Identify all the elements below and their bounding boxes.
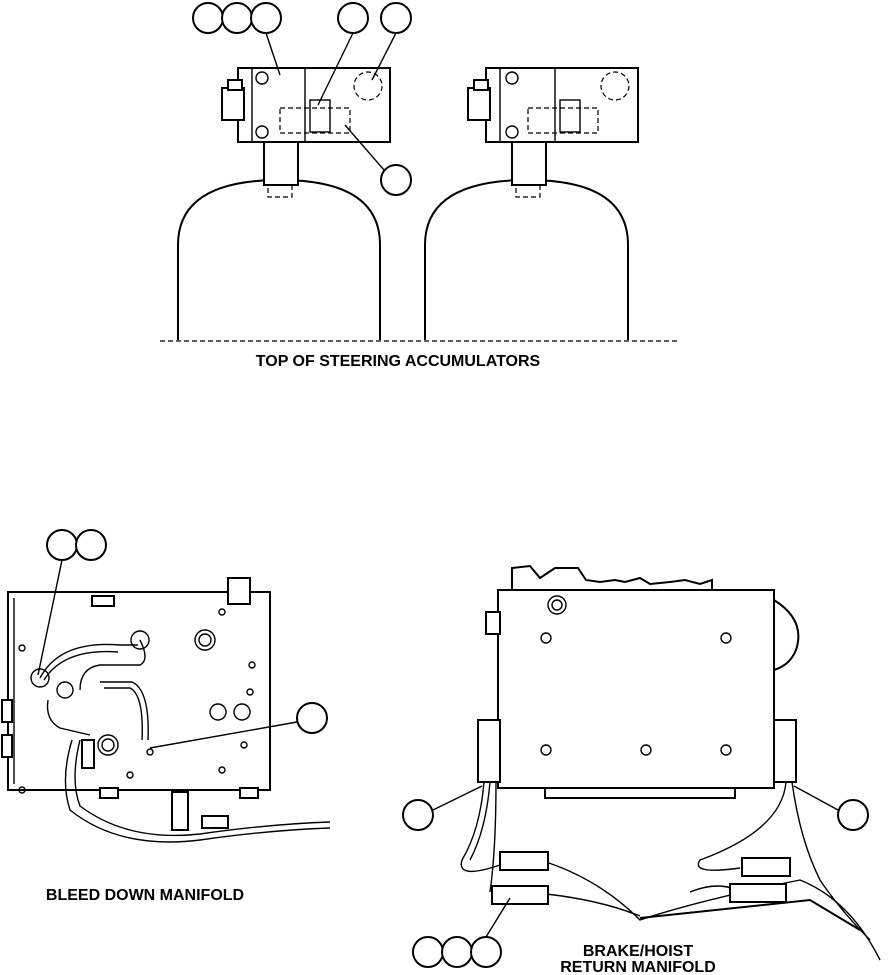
callout-circle bbox=[192, 2, 224, 34]
callout-circle bbox=[412, 936, 444, 968]
callout-circle bbox=[380, 2, 412, 34]
callout-circle bbox=[402, 799, 434, 831]
callout-circle bbox=[75, 529, 107, 561]
callout-circle bbox=[380, 164, 412, 196]
label-top-accumulators: TOP OF STEERING ACCUMULATORS bbox=[256, 353, 541, 370]
callout-circle bbox=[441, 936, 473, 968]
steering-accumulators-view: TOP OF STEERING ACCUMULATORS bbox=[160, 2, 680, 370]
leader-line bbox=[37, 559, 63, 676]
callout-circle bbox=[296, 702, 328, 734]
leader-line bbox=[371, 32, 397, 81]
callout-group-top bbox=[192, 2, 412, 196]
leader-line bbox=[317, 32, 354, 106]
leader-line bbox=[432, 785, 483, 811]
label-bleed-down: BLEED DOWN MANIFOLD bbox=[46, 887, 244, 904]
leader-line bbox=[793, 785, 839, 811]
accumulator-right bbox=[424, 67, 639, 340]
leader-line bbox=[149, 721, 298, 749]
bleed-down-manifold-view: BLEED DOWN MANIFOLD bbox=[1, 529, 331, 904]
callout-circle bbox=[837, 799, 869, 831]
brake-hoist-manifold-view: BRAKE/HOIST RETURN MANIFOLD bbox=[402, 564, 881, 975]
callout-circle bbox=[46, 529, 78, 561]
accumulator-left bbox=[177, 67, 391, 340]
label-brake-hoist-line1: BRAKE/HOIST bbox=[583, 943, 693, 960]
callout-circle bbox=[470, 936, 502, 968]
leader-line bbox=[485, 897, 511, 938]
leader-line bbox=[344, 124, 385, 171]
leader-line bbox=[265, 32, 281, 76]
callout-circle bbox=[337, 2, 369, 34]
callout-circle bbox=[221, 2, 253, 34]
label-brake-hoist-line2: RETURN MANIFOLD bbox=[560, 959, 716, 975]
callout-circle bbox=[250, 2, 282, 34]
